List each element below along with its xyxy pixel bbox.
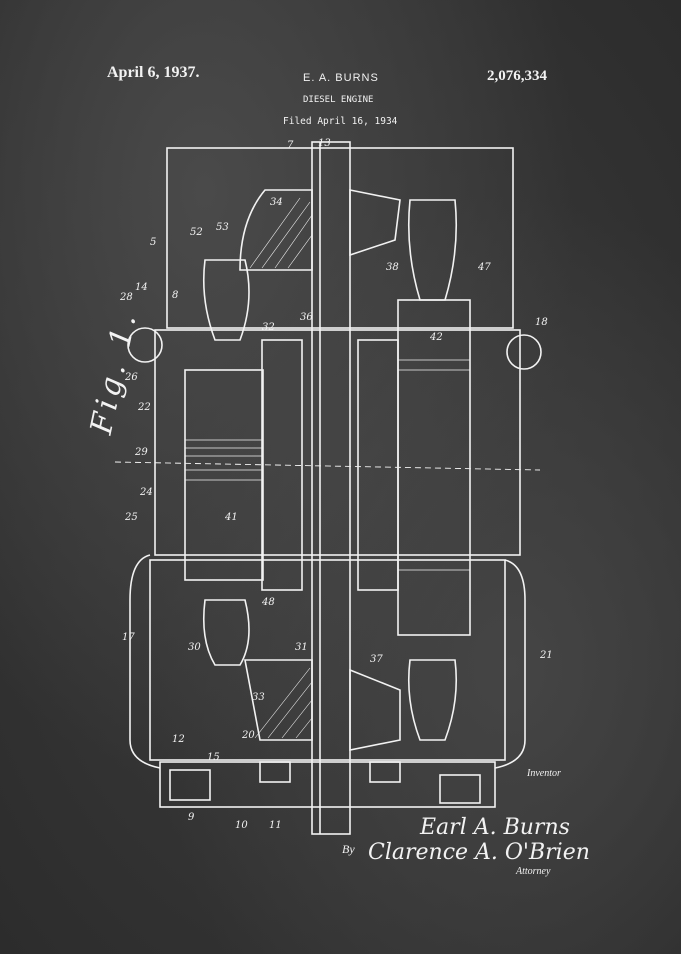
reference-numeral: 36 (300, 312, 313, 323)
lower-left-rod (202, 599, 250, 666)
inventor-label: Inventor (527, 768, 561, 779)
reference-numeral: 53 (216, 222, 229, 233)
reference-numeral: 29 (134, 447, 148, 458)
reference-numeral: 31 (295, 642, 308, 653)
reference-numeral: 32 (262, 322, 275, 333)
right-gear (439, 774, 481, 804)
right-liner (357, 339, 399, 591)
lower-cam (244, 659, 313, 741)
reference-numeral: 48 (261, 597, 275, 608)
reference-numeral: 21 (539, 650, 553, 661)
patent-number: 2,076,334 (487, 68, 547, 84)
by-label: By (342, 842, 355, 856)
reference-numeral: 7 (287, 140, 294, 151)
left-pipe (129, 554, 161, 769)
lower-housing (149, 559, 506, 761)
attorney-signature: Clarence A. O'Brien (368, 840, 590, 865)
filed-date: Filed April 16, 1934 (283, 116, 398, 127)
reference-numeral: 9 (188, 812, 195, 823)
inventor-name: E. A. BURNS (303, 72, 379, 84)
reference-numeral: 18 (535, 317, 548, 328)
reference-numeral: 28 (119, 292, 133, 303)
reference-numeral: 34 (270, 197, 283, 208)
left-piston (184, 369, 264, 581)
reference-numeral: 30 (188, 642, 201, 653)
reference-numeral: 22 (137, 402, 151, 413)
central-shaft (311, 141, 351, 835)
base-plate (159, 761, 496, 808)
upper-left-rod (202, 259, 250, 341)
reference-numeral: 42 (429, 332, 443, 343)
upper-housing (166, 147, 514, 329)
reference-numeral: 37 (370, 654, 383, 665)
reference-numeral: 8 (172, 290, 178, 301)
right-manifold (506, 334, 542, 370)
reference-numeral: 17 (122, 632, 135, 643)
reference-numeral: 10 (235, 820, 248, 831)
reference-numeral: 26 (124, 372, 138, 383)
attorney-label: Attorney (516, 866, 551, 877)
reference-numeral: 52 (190, 227, 203, 238)
left-gear (169, 769, 211, 801)
reference-numeral: 12 (172, 734, 185, 745)
reference-numeral: 24 (139, 487, 153, 498)
upper-cam (239, 189, 313, 271)
reference-numeral: 20 (241, 730, 255, 741)
right-pipe (494, 559, 526, 769)
left-liner (261, 339, 303, 591)
patent-date: April 6, 1937. (107, 64, 200, 81)
patent-title: DIESEL ENGINE (303, 95, 374, 105)
reference-numeral: 11 (269, 820, 282, 831)
inventor-signature: Earl A. Burns (420, 815, 570, 840)
left-manifold (127, 327, 163, 363)
reference-numeral: 41 (224, 512, 238, 523)
reference-numeral: 38 (386, 262, 399, 273)
reference-numeral: 14 (135, 282, 148, 293)
reference-numeral: 47 (477, 262, 491, 273)
reference-numeral: 15 (207, 752, 220, 763)
lower-right-rod (407, 659, 458, 741)
reference-numeral: 33 (252, 692, 265, 703)
reference-numeral: 5 (150, 237, 156, 248)
upper-right-rod (407, 199, 458, 301)
reference-numeral: 13 (318, 138, 331, 149)
cylinder-block (154, 329, 521, 556)
reference-numeral: 25 (124, 512, 138, 523)
